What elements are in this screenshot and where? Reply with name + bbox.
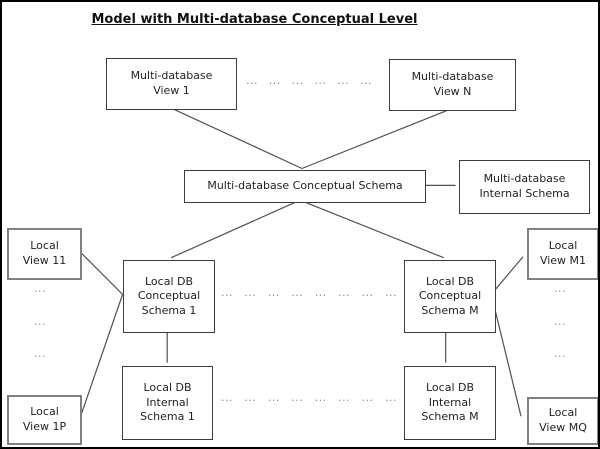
connector-viewn-to-conceptual — [301, 108, 451, 170]
box-local-view-11: Local View 11 — [7, 228, 82, 280]
ellipsis-dots: ... — [361, 286, 374, 299]
box-label-line: Local DB — [143, 381, 192, 395]
box-label-line: View 1P — [22, 420, 67, 433]
box-label-line: Local DB — [425, 274, 475, 288]
box-label-line: Multi-database — [483, 172, 566, 186]
ellipsis-row-top: ... ... ... ... ... ... — [246, 74, 372, 87]
box-multi-database-conceptual-schema: Multi-database Conceptual Schema — [184, 170, 426, 203]
box-label-line: Multi-database — [130, 69, 213, 83]
ellipsis-dots: ... — [221, 391, 233, 404]
box-label-line: Internal Schema — [479, 187, 570, 200]
box-label-line: Conceptual — [418, 289, 482, 303]
connector-view11-to-ldb1 — [80, 252, 124, 295]
ellipsis-dots: ... — [268, 74, 281, 87]
box-label-line: Local DB — [425, 381, 475, 395]
ellipsis-dots: ... — [34, 282, 46, 295]
connector-ldbm-to-viewm1 — [490, 256, 524, 295]
ellipsis-column-right: ... ... ... — [550, 282, 570, 360]
box-label-line: Schema M — [421, 303, 479, 317]
ellipsis-dots: ... — [291, 74, 304, 87]
box-local-view-mq: Local View MQ — [527, 397, 598, 445]
box-multi-database-internal-schema: Multi-database Internal Schema — [459, 160, 590, 214]
box-label-line: Multi-database — [411, 70, 494, 84]
box-label-line: View 1 — [153, 84, 190, 97]
ellipsis-dots: ... — [291, 286, 304, 299]
box-label-line: View 11 — [22, 254, 67, 267]
box-label-line: Local — [30, 239, 59, 253]
ellipsis-dots: ... — [314, 391, 327, 404]
connector-conceptual-to-ldb1 — [170, 199, 301, 259]
box-label-line: View MQ — [539, 421, 587, 434]
ellipsis-dots: ... — [314, 286, 327, 299]
box-label-line: Internal — [428, 395, 472, 409]
ellipsis-dots: ... — [554, 347, 566, 360]
ellipsis-dots: ... — [337, 74, 350, 87]
box-multi-database-view-n: Multi-database View N — [389, 59, 516, 111]
box-multi-database-view-1: Multi-database View 1 — [106, 58, 237, 110]
ellipsis-dots: ... — [359, 74, 372, 87]
box-label-line: Local — [548, 239, 578, 253]
ellipsis-row-middle: ... ... ... ... ... ... ... ... — [221, 286, 397, 299]
box-label-line: Schema 1 — [141, 303, 197, 317]
ellipsis-row-bottom: ... ... ... ... ... ... ... ... — [221, 391, 397, 404]
box-label-line: Local — [548, 406, 578, 420]
ellipsis-dots: ... — [554, 282, 566, 295]
ellipsis-dots: ... — [221, 286, 233, 299]
box-label-line: Conceptual — [137, 289, 201, 303]
ellipsis-dots: ... — [244, 391, 257, 404]
connector-view1-to-conceptual — [170, 107, 303, 170]
ellipsis-dots: ... — [361, 391, 374, 404]
ellipsis-dots: ... — [554, 314, 566, 328]
box-local-db-internal-schema-m: Local DB Internal Schema M — [404, 366, 496, 440]
box-label-line: Local DB — [144, 274, 194, 288]
ellipsis-dots: ... — [338, 286, 351, 299]
ellipsis-dots: ... — [338, 391, 351, 404]
box-label-line: Local — [30, 405, 59, 419]
ellipsis-column-left: ... ... ... — [30, 282, 50, 360]
connector-conceptual-to-ldbm — [299, 199, 444, 259]
box-local-db-internal-schema-1: Local DB Internal Schema 1 — [122, 366, 213, 440]
diagram-title: Model with Multi-database Conceptual Lev… — [91, 12, 418, 27]
ellipsis-dots: ... — [34, 347, 46, 360]
ellipsis-dots: ... — [314, 74, 327, 87]
ellipsis-dots: ... — [34, 314, 46, 328]
box-label-line: Schema 1 — [140, 410, 195, 424]
box-local-db-conceptual-schema-1: Local DB Conceptual Schema 1 — [123, 260, 215, 333]
ellipsis-dots: ... — [291, 391, 304, 404]
box-label-line: View N — [433, 85, 472, 98]
box-label-line: Schema M — [421, 410, 479, 424]
box-local-db-conceptual-schema-m: Local DB Conceptual Schema M — [404, 260, 496, 333]
ellipsis-dots: ... — [246, 74, 258, 87]
box-label-line: View M1 — [539, 254, 587, 267]
box-label-line: Internal — [146, 395, 189, 409]
box-local-view-1p: Local View 1P — [7, 395, 82, 445]
box-local-view-m1: Local View M1 — [527, 228, 598, 280]
ellipsis-dots: ... — [267, 286, 280, 299]
ellipsis-dots: ... — [384, 391, 397, 404]
ellipsis-dots: ... — [244, 286, 257, 299]
connector-view1p-to-ldb1 — [80, 294, 124, 416]
ellipsis-dots: ... — [267, 391, 280, 404]
box-label-line: Multi-database Conceptual Schema — [207, 179, 403, 193]
ellipsis-dots: ... — [384, 286, 397, 299]
